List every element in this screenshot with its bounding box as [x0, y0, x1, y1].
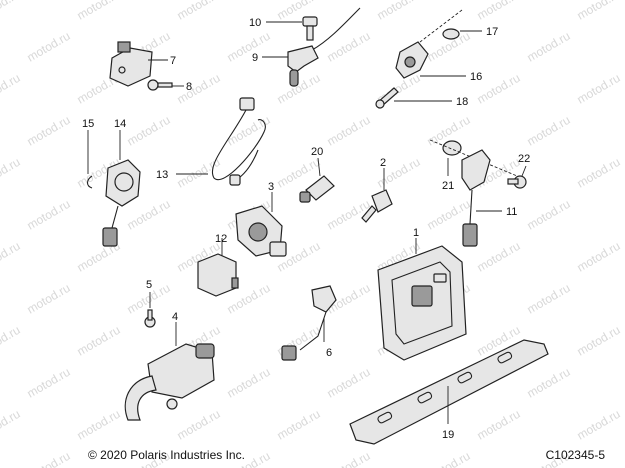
- callout-19: 19: [442, 429, 454, 441]
- callout-20: 20: [311, 146, 323, 158]
- part-15-clip: [86, 175, 93, 189]
- watermark-text: motod.ru: [325, 449, 373, 468]
- callout-14: 14: [114, 118, 126, 130]
- watermark-text: motod.ru: [475, 407, 523, 443]
- callout-15: 15: [82, 118, 94, 130]
- watermark-text: motod.ru: [225, 29, 273, 65]
- part-1-ecu: [377, 245, 467, 361]
- figure-id: C102345-5: [545, 448, 605, 462]
- watermark-text: motod.ru: [575, 239, 623, 275]
- watermark-text: motod.ru: [125, 197, 173, 233]
- part-10-bolt: [302, 16, 318, 41]
- watermark-text: motod.ru: [75, 323, 123, 359]
- part-3-sensor: [235, 205, 287, 257]
- callout-10: 10: [249, 17, 261, 29]
- watermark-text: motod.ru: [0, 155, 23, 191]
- axis-line-17: [419, 9, 463, 43]
- leader-22: [521, 165, 527, 177]
- callout-12: 12: [215, 233, 227, 245]
- callout-4: 4: [172, 311, 178, 323]
- part-7-map-sensor: [109, 41, 153, 87]
- part-12-relay: [197, 253, 239, 297]
- watermark-text: motod.ru: [175, 0, 223, 23]
- callout-18: 18: [456, 96, 468, 108]
- callout-22: 22: [518, 153, 530, 165]
- callout-5: 5: [146, 279, 152, 291]
- part-4-valve: [124, 343, 215, 421]
- watermark-text: motod.ru: [0, 71, 23, 107]
- watermark-text: motod.ru: [525, 281, 573, 317]
- watermark-text: motod.ru: [375, 0, 423, 23]
- callout-2: 2: [380, 157, 386, 169]
- callout-9: 9: [252, 52, 258, 64]
- watermark-text: motod.ru: [525, 113, 573, 149]
- watermark-text: motod.ru: [25, 113, 73, 149]
- callout-8: 8: [186, 81, 192, 93]
- watermark-text: motod.ru: [25, 29, 73, 65]
- watermark-text: motod.ru: [225, 365, 273, 401]
- part-2-sensor: [361, 189, 393, 223]
- watermark-text: motod.ru: [425, 449, 473, 468]
- callout-7: 7: [170, 55, 176, 67]
- part-18-bolt: [375, 87, 399, 109]
- watermark-text: motod.ru: [175, 71, 223, 107]
- watermark-text: motod.ru: [475, 239, 523, 275]
- watermark-text: motod.ru: [75, 407, 123, 443]
- leader-20: [317, 157, 321, 177]
- part-21-o-ring: [442, 140, 462, 156]
- watermark-text: motod.ru: [325, 29, 373, 65]
- part-5-screw: [144, 309, 156, 328]
- watermark-text: motod.ru: [0, 239, 23, 275]
- callout-labels: 1 2 3 4 5 6 7 8 9 10 11 12 13 14 15 16 1…: [82, 17, 530, 441]
- part-8-screw: [147, 79, 173, 91]
- watermark-text: motod.ru: [25, 449, 73, 468]
- callout-1: 1: [413, 227, 419, 239]
- watermark-text: motod.ru: [575, 0, 623, 23]
- axis-line-21: [429, 139, 523, 179]
- watermark-text: motod.ru: [225, 113, 273, 149]
- watermark-text: motod.ru: [25, 281, 73, 317]
- part-6-harness: [281, 285, 337, 361]
- watermark-text: motod.ru: [475, 0, 523, 23]
- part-11-sensor: [461, 149, 491, 247]
- part-17-o-ring: [442, 28, 460, 40]
- watermark-text: motod.ru: [275, 407, 323, 443]
- callout-11: 11: [506, 206, 517, 218]
- part-9-sensor: [287, 7, 361, 87]
- part-19-bracket: [349, 339, 549, 445]
- watermark-text: motod.ru: [25, 365, 73, 401]
- part-13-wire-harness: [211, 97, 266, 186]
- watermark-text: motod.ru: [75, 0, 123, 23]
- callout-3: 3: [268, 181, 274, 193]
- watermark-text: motod.ru: [575, 323, 623, 359]
- watermark-text: motod.ru: [25, 197, 73, 233]
- watermark-text: motod.ru: [525, 365, 573, 401]
- callout-16: 16: [470, 71, 482, 83]
- watermark-text: motod.ru: [325, 365, 373, 401]
- watermark-text: motod.ru: [125, 113, 173, 149]
- callout-6: 6: [326, 347, 332, 359]
- watermark-text: motod.ru: [575, 407, 623, 443]
- part-16-sensor: [395, 41, 429, 79]
- part-22-screw: [507, 175, 527, 189]
- watermark-text: motod.ru: [0, 407, 23, 443]
- copyright-notice: © 2020 Polaris Industries Inc.: [88, 448, 245, 462]
- callout-17: 17: [486, 26, 498, 38]
- watermark-text: motod.ru: [0, 0, 23, 23]
- watermark-text: motod.ru: [525, 29, 573, 65]
- part-14-tps: [102, 159, 141, 247]
- part-20-temp-sensor: [299, 175, 335, 203]
- watermark-text: motod.ru: [325, 113, 373, 149]
- watermark-text: motod.ru: [175, 407, 223, 443]
- watermark-text: motod.ru: [0, 323, 23, 359]
- watermark-text: motod.ru: [575, 71, 623, 107]
- callout-13: 13: [156, 169, 168, 181]
- watermark-text: motod.ru: [575, 155, 623, 191]
- watermark-text: motod.ru: [525, 197, 573, 233]
- callout-21: 21: [442, 180, 454, 192]
